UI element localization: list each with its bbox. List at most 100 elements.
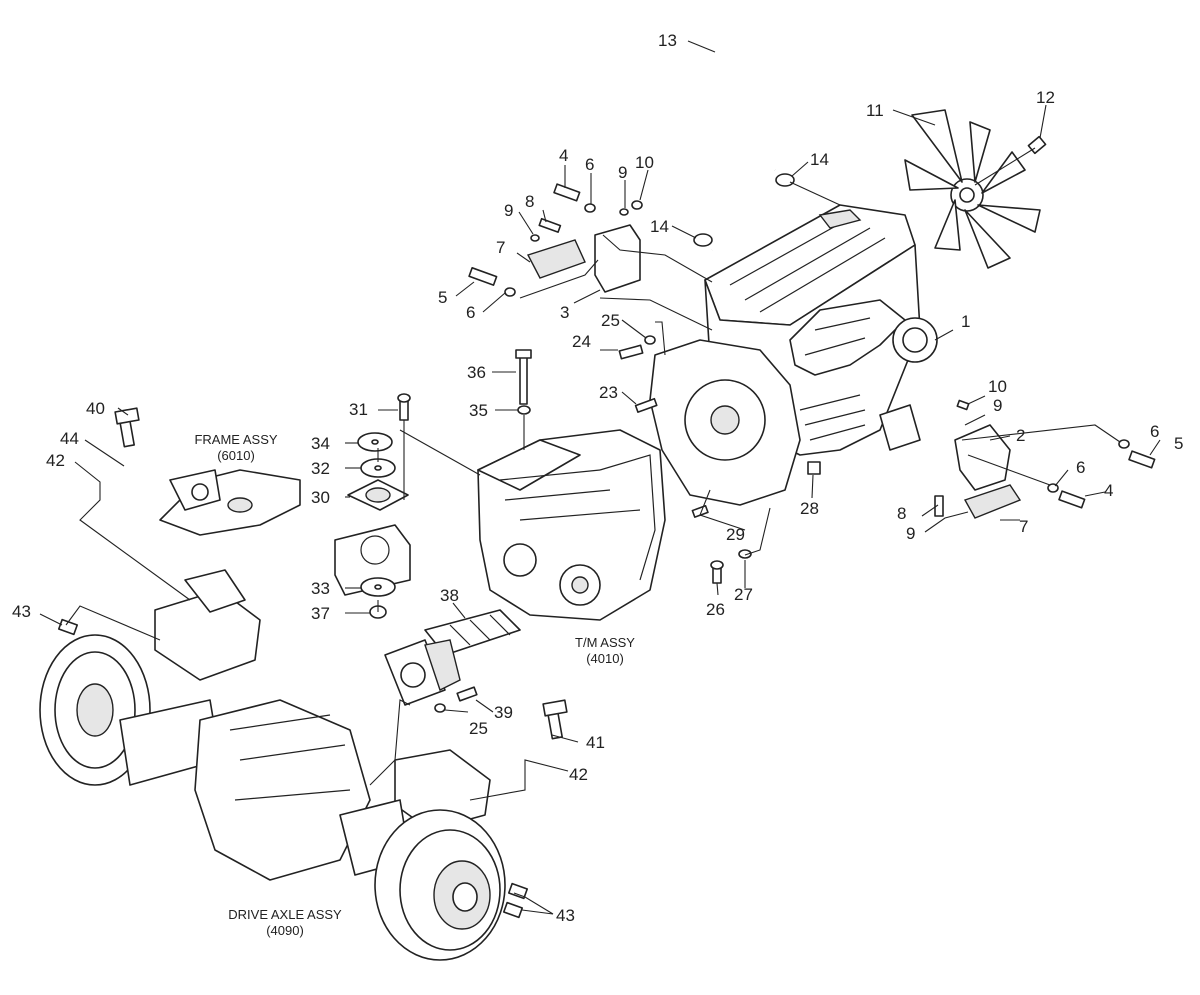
callout-24: 24 [572,332,591,351]
callout-5-right: 5 [1174,434,1183,453]
callout-6-right-lower: 6 [1076,458,1085,477]
callout-2: 2 [1016,426,1025,445]
label-drive-axle-assy: DRIVE AXLE ASSY (4090) [228,907,342,938]
radiator-hose [632,28,822,252]
leader-lines [39,40,1161,915]
callout-38: 38 [440,586,459,605]
callout-9-upper: 9 [618,163,627,182]
callout-28: 28 [800,499,819,518]
dowel-29 [691,504,709,518]
callout-25-upper: 25 [601,311,620,330]
callout-29: 29 [726,525,745,544]
washer-9-left [530,234,540,242]
frame-assy-name: FRAME ASSY [194,432,277,447]
callout-8-left: 8 [525,192,534,211]
callout-3: 3 [560,303,569,322]
hose-clamp-upper [775,173,795,187]
callout-41: 41 [586,733,605,752]
bolt-26 [710,560,724,584]
callout-6-right-upper: 6 [1150,422,1159,441]
hose-clamp-lower [693,233,713,247]
drive-axle-assy-name: DRIVE AXLE ASSY [228,907,342,922]
bolt-4-upper [553,183,581,202]
washer-25-upper [644,335,656,345]
callout-25-lower: 25 [469,719,488,738]
callout-10-right: 10 [988,377,1007,396]
callout-6-left: 6 [466,303,475,322]
engine-mount-bracket-left [594,224,641,293]
rubber-mount-left [526,239,586,279]
nut-10-upper [631,200,643,210]
frame-assy-code: (6010) [217,448,255,463]
transmission-assembly [477,429,666,621]
bolt-43-right-b [502,901,524,919]
drive-axle-assy-code: (4090) [266,923,304,938]
frame-assembly [159,469,301,536]
bolt-5-left [468,266,498,286]
bolt-31 [397,393,411,421]
callout-14-lower: 14 [650,217,669,236]
bolt-4-right [1058,490,1086,509]
bolt-39 [456,686,478,702]
callout-43-right: 43 [556,906,575,925]
engine-mount-bracket-right [954,424,1011,491]
callout-8-right: 8 [897,504,906,523]
rubber-cushion [347,479,409,511]
bolt-24 [618,344,644,360]
washer-35 [517,405,531,415]
callout-31: 31 [349,400,368,419]
callout-numbers: 13 11 12 14 14 4 6 9 10 8 9 7 5 6 3 25 2… [12,31,1183,925]
callout-30: 30 [311,488,330,507]
callout-1: 1 [961,312,970,331]
washer-6-left [504,287,516,297]
callout-7-left: 7 [496,238,505,257]
nut-10-right [956,399,970,411]
callout-34: 34 [311,434,330,453]
drive-axle-assembly [39,569,506,961]
bolt-40 [114,407,140,448]
callout-9-right-upper: 9 [993,396,1002,415]
callout-9-left: 9 [504,201,513,220]
callout-10-upper: 10 [635,153,654,172]
callout-14-upper: 14 [810,150,829,169]
tm-assy-name: T/M ASSY [575,635,635,650]
callout-4-right: 4 [1104,481,1113,500]
callout-44: 44 [60,429,79,448]
label-frame-assy: FRAME ASSY (6010) [194,432,277,463]
flange-yoke [384,639,461,706]
washer-9-upper [619,208,629,216]
callout-32: 32 [311,459,330,478]
cooling-fan [904,109,1041,269]
callout-23: 23 [599,383,618,402]
mount-bracket-transmission [334,524,411,596]
callout-27: 27 [734,585,753,604]
callout-4-upper: 4 [559,146,568,165]
washer-33 [360,577,396,597]
washer-25-lower [434,703,446,713]
rubber-mount-right [963,484,1022,519]
callout-42-right: 42 [569,765,588,784]
washer-27 [738,549,752,559]
bolt-41 [542,699,568,740]
callout-7-right: 7 [1019,517,1028,536]
bolt-43-right-a [507,882,529,900]
callout-33: 33 [311,579,330,598]
callout-39: 39 [494,703,513,722]
callout-37: 37 [311,604,330,623]
washer-34 [357,432,393,452]
callout-36: 36 [467,363,486,382]
nut-28 [807,461,821,475]
washer-6-right-a [1118,439,1130,449]
callout-42-left: 42 [46,451,65,470]
callout-9-right-lower: 9 [906,524,915,543]
callout-40: 40 [86,399,105,418]
bolt-36 [515,349,532,405]
callout-11: 11 [866,101,884,120]
callout-12: 12 [1036,88,1055,107]
callout-6-upper: 6 [585,155,594,174]
engine-assembly [649,204,938,506]
tm-assy-code: (4010) [586,651,624,666]
bolt-5-right [1128,450,1156,469]
bolt-23 [634,397,658,413]
